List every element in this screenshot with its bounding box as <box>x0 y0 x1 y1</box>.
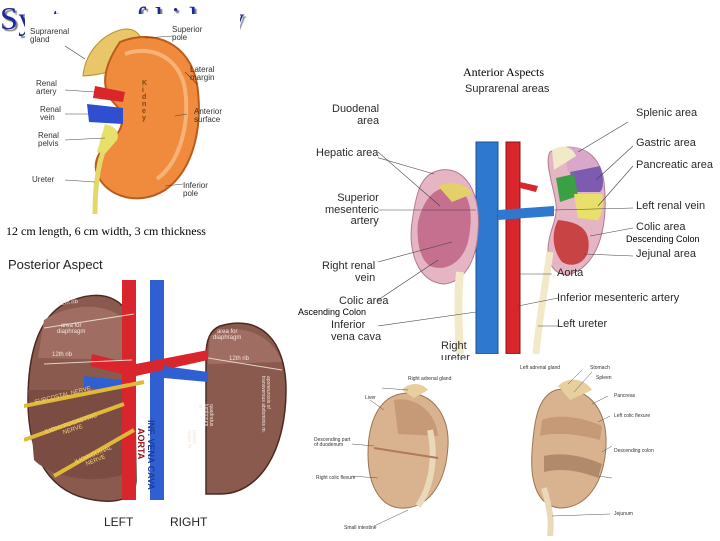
label-psoas-major: psoas major m. <box>185 430 197 450</box>
anterior-aspects-label: Anterior Aspects <box>463 65 544 79</box>
label-renal-vein: Renal vein <box>40 105 61 123</box>
label-hepatic-area: Hepatic area <box>316 147 379 159</box>
label-duodenal-area: Duodenal area <box>332 103 380 127</box>
label-liver: Liver <box>365 395 376 401</box>
label-right-colic-flexure: Right colic flexure <box>316 475 356 481</box>
label-left-ureter: Left ureter <box>557 318 608 330</box>
label-small-intestine: Small intestine <box>344 525 377 531</box>
label-left: LEFT <box>104 515 134 529</box>
label-anterior-surface: Anterior surface <box>194 107 223 125</box>
label-transversus-abdominis: aponeurosis of transversus abdominis m. <box>259 376 271 433</box>
label-superior-pole: Superior pole <box>172 25 203 43</box>
posterior-aspect-label: Posterior Aspect <box>8 257 103 272</box>
label-inferior-vena-cava: Inferior vena cava <box>331 319 382 343</box>
label-right-adrenal-gland: Right adrenal gland <box>408 376 452 382</box>
label-superior-mesenteric-artery: Superior mesenteric artery <box>325 192 379 228</box>
label-renal-pelvis: Renal pelvis <box>38 131 59 149</box>
label-left-colic-flexure: Left colic flexure <box>614 413 651 419</box>
label-12th-rib-left-2: 12th rib <box>52 352 73 358</box>
label-left-renal-vein: Left renal vein <box>636 200 706 212</box>
label-colic-area-left: Colic area <box>339 295 389 307</box>
posterior-aspect-diagram <box>3 280 296 510</box>
label-descending-colon: Descending colon <box>614 448 654 454</box>
label-suprarenal-gland: Suprarenal gland <box>30 27 70 45</box>
kidney-relations-diagram <box>312 360 674 537</box>
label-aorta: Aorta <box>557 267 584 279</box>
label-gastric-area: Gastric area <box>636 137 696 149</box>
label-inferior-pole: Inferior pole <box>183 181 208 199</box>
label-inferior-mesenteric-artery: Inferior mesenteric artery <box>557 292 680 304</box>
label-right-ureter: Right ureter <box>441 340 470 364</box>
label-right: RIGHT <box>170 515 208 529</box>
label-pancreas: Pancreas <box>614 393 636 399</box>
label-suprarenal-areas: Suprarenal areas <box>465 83 550 95</box>
label-descending-part-duodenum: Descending part of duodenum <box>314 437 351 449</box>
label-area-for-diaphragm-right: area for diaphragm <box>213 329 242 342</box>
label-splenic-area: Splenic area <box>636 107 698 119</box>
label-kidney-vertical: K i d n e y <box>142 80 148 122</box>
label-quadratus-lumborum: quadratus lumborum m. <box>197 404 215 427</box>
label-aorta-posterior: AORTA <box>136 428 146 460</box>
label-lateral-margin: Lateral margin <box>190 65 215 83</box>
label-renal-artery: Renal artery <box>36 79 57 97</box>
label-12th-rib-right: 12th rib <box>229 356 250 362</box>
descending-colon-overlay: Descending Colon <box>626 234 700 244</box>
label-jejunum: Jejunum <box>614 511 633 517</box>
label-stomach: Stomach <box>590 365 610 371</box>
label-ureter: Ureter <box>32 175 55 184</box>
label-inf-vena-cava: INF. VENA CAVA <box>146 420 156 490</box>
label-area-for-diaphragm-left: area for diaphragm <box>57 323 86 336</box>
label-jejunal-area: Jejunal area <box>636 248 696 260</box>
anterior-aspects-diagram <box>337 118 640 355</box>
label-spleen: Spleen <box>596 375 612 381</box>
label-colic-area-right: Colic area <box>636 221 686 233</box>
label-pancreatic-area: Pancreatic area <box>636 159 714 171</box>
ascending-colon-overlay: Ascending Colon <box>298 307 367 317</box>
label-left-adrenal-gland: Left adrenal gland <box>520 365 561 371</box>
dimensions-text: 12 cm length, 6 cm width, 3 cm thickness <box>6 224 206 238</box>
label-right-renal-vein: Right renal vein <box>322 260 376 284</box>
kidney-section-diagram <box>25 14 240 218</box>
